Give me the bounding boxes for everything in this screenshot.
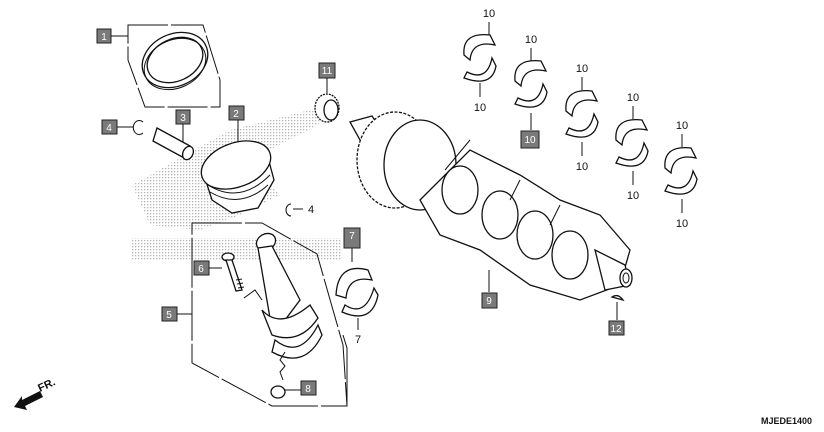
callout-10[interactable]: 10 [525,34,537,46]
callout-5[interactable]: 5 [161,306,178,322]
callout-6[interactable]: 6 [193,260,210,276]
connecting-rod-bolt [221,252,245,292]
front-direction-indicator: FR. [14,376,57,410]
diagram-code: MJEDE1400 [761,416,812,426]
svg-text:2: 2 [233,109,239,120]
callout-10[interactable]: 10 [520,130,540,149]
callout-10[interactable]: 10 [676,218,688,230]
svg-text:7: 7 [349,231,355,242]
svg-text:3: 3 [180,113,186,124]
callout-1[interactable]: 1 [96,28,112,44]
callout-10[interactable]: 10 [483,8,495,20]
connecting-rod-nut [270,385,286,399]
piston-ring-set [141,31,209,91]
callout-10[interactable]: 10 [576,161,588,173]
callout-4[interactable]: 4 [101,119,118,135]
svg-text:9: 9 [486,296,492,307]
crankshaft [349,111,633,301]
callout-10[interactable]: 10 [676,120,688,132]
svg-text:12: 12 [610,324,622,335]
callout-8[interactable]: 8 [300,380,317,396]
svg-text:1: 1 [101,32,107,43]
svg-text:4: 4 [106,123,112,134]
piston [200,140,275,214]
svg-text:8: 8 [305,384,311,395]
callout-7[interactable]: 7 [355,334,361,346]
svg-text:FR.: FR. [36,376,57,394]
callout-12[interactable]: 12 [608,320,625,336]
piston-pin-clip [285,203,292,217]
arrow-left-icon [14,391,43,410]
woodruff-key [610,294,625,302]
callout-10[interactable]: 10 [474,102,486,114]
svg-text:6: 6 [198,264,204,275]
callout-4[interactable]: 4 [308,204,314,216]
connecting-rod [255,232,323,359]
callout-10[interactable]: 10 [576,63,588,75]
main-journal-bearings [463,34,698,195]
callout-11[interactable]: 11 [318,62,336,79]
piston-pin-clip [132,120,144,135]
svg-text:5: 5 [166,310,172,321]
starter-gear [314,93,340,123]
callout-10[interactable]: 10 [627,190,639,202]
svg-text:11: 11 [322,66,333,77]
callout-3[interactable]: 3 [175,109,191,125]
callout-10[interactable]: 10 [627,92,639,104]
piston-pin [152,127,195,161]
callout-2[interactable]: 2 [228,105,245,121]
svg-text:10: 10 [524,135,536,146]
crankpin-bearing [335,267,379,317]
callout-7[interactable]: 7 [343,227,361,249]
callout-9[interactable]: 9 [481,292,498,309]
